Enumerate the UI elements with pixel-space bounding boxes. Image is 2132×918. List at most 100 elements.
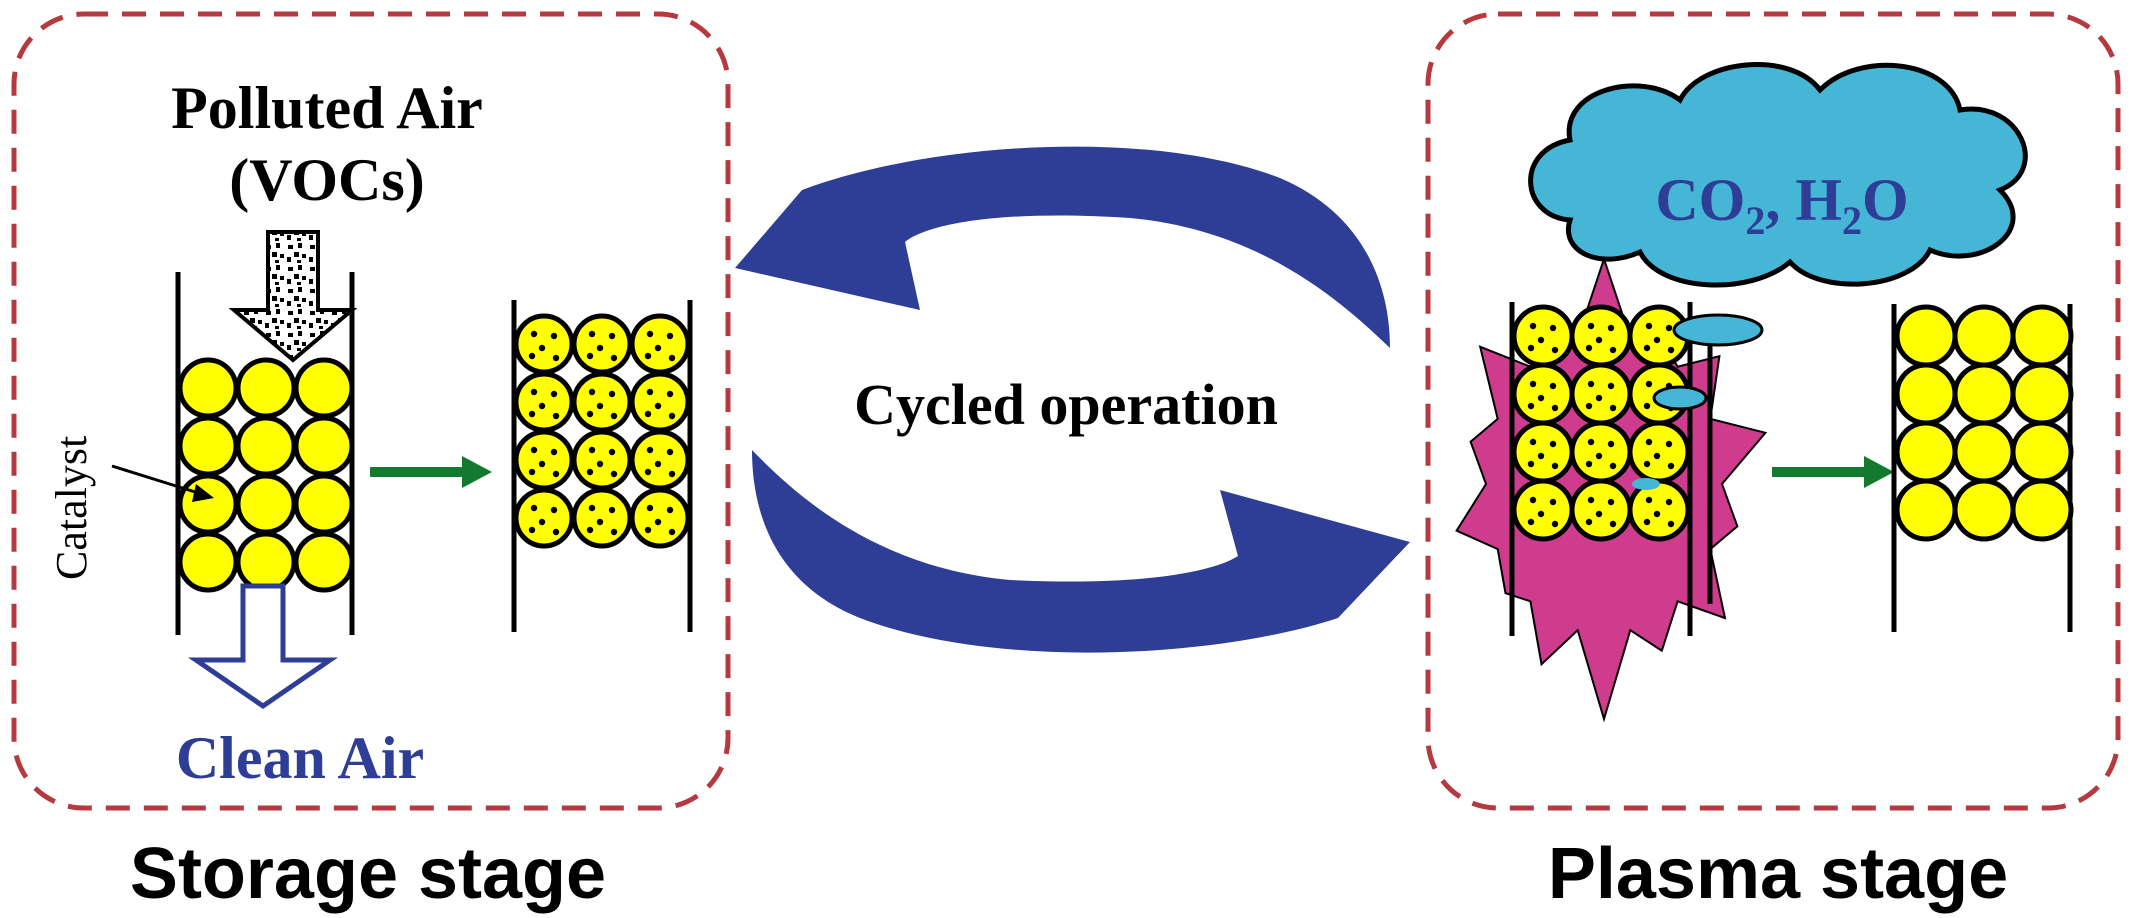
adsorbed-voc-dot <box>1549 498 1557 506</box>
adsorbed-voc-dot <box>608 390 616 398</box>
adsorbed-voc-dot <box>530 446 538 454</box>
adsorbed-voc-dot <box>644 410 652 418</box>
catalyst-bead <box>1511 362 1575 426</box>
adsorbed-voc-dot <box>1527 402 1535 410</box>
adsorbed-voc-dot <box>596 344 604 352</box>
adsorbed-voc-dot <box>1537 510 1545 518</box>
adsorbed-voc-dot <box>538 344 546 352</box>
adsorbed-voc-dot <box>668 470 676 478</box>
catalyst-bead <box>571 429 633 491</box>
adsorbed-voc-dot <box>1529 496 1537 504</box>
plasma-stage-panel: CO2, H2O <box>1425 11 2121 811</box>
catalyst-bead <box>293 357 355 419</box>
adsorbed-voc-dot <box>610 528 618 536</box>
adsorbed-voc-dot <box>586 526 594 534</box>
adsorbed-voc-dot <box>550 448 558 456</box>
catalyst-bed-plasma <box>1511 304 1691 542</box>
adsorbed-voc-dot <box>1595 452 1603 460</box>
polluted-air-arrow-icon <box>228 230 358 363</box>
adsorbed-voc-dot <box>1607 498 1615 506</box>
adsorbed-voc-dot <box>1595 336 1603 344</box>
catalyst-bead <box>571 371 633 433</box>
adsorbed-voc-dot <box>1609 404 1617 412</box>
catalyst-bead <box>629 429 691 491</box>
adsorbed-voc-dot <box>588 446 596 454</box>
catalyst-bead <box>2010 420 2074 484</box>
catalyst-bead <box>1569 362 1633 426</box>
catalyst-bead <box>1627 420 1691 484</box>
catalyst-bead <box>293 531 355 593</box>
catalyst-bead <box>1569 420 1633 484</box>
storage-stage-panel: Polluted Air (VOCs) Catalyst Clean Air <box>11 11 731 811</box>
catalyst-bead <box>513 487 575 549</box>
adsorbed-voc-dot <box>1665 498 1673 506</box>
adsorbed-voc-dot <box>528 526 536 534</box>
adsorbed-voc-dot <box>654 518 662 526</box>
vocs-label: (VOCs) <box>229 147 424 213</box>
adsorbed-voc-dot <box>588 388 596 396</box>
adsorbed-voc-dot <box>1609 462 1617 470</box>
adsorbed-voc-dot <box>654 460 662 468</box>
adsorbed-voc-dot <box>552 354 560 362</box>
catalyst-bead <box>1952 420 2016 484</box>
catalyst-bead <box>235 473 297 535</box>
storage-panel-border <box>11 11 731 811</box>
product-bubbles <box>1632 313 1764 490</box>
catalyst-bead <box>1511 420 1575 484</box>
adsorbed-voc-dot <box>1653 510 1661 518</box>
adsorbed-voc-dot <box>1551 404 1559 412</box>
adsorbed-voc-dot <box>1585 460 1593 468</box>
catalyst-bead <box>1627 478 1691 542</box>
adsorbed-voc-dot <box>530 330 538 338</box>
adsorbed-voc-dot <box>1551 462 1559 470</box>
adsorbed-voc-dot <box>666 390 674 398</box>
adsorbed-voc-dot <box>586 410 594 418</box>
catalyst-label: Catalyst <box>47 436 96 580</box>
cloud-products-label: CO2, H2O <box>1655 167 1908 243</box>
catalyst-bead <box>1952 362 2016 426</box>
adsorbed-voc-dot <box>1645 496 1653 504</box>
adsorbed-voc-dot <box>1643 518 1651 526</box>
catalyst-bead <box>177 531 239 593</box>
adsorbed-voc-dot <box>1585 518 1593 526</box>
adsorbed-voc-dot <box>1585 402 1593 410</box>
adsorbed-voc-dot <box>588 504 596 512</box>
catalyst-bead <box>293 473 355 535</box>
adsorbed-voc-dot <box>530 504 538 512</box>
adsorbed-voc-dot <box>1549 440 1557 448</box>
plasma-panel-border <box>1425 11 2121 811</box>
adsorbed-voc-dot <box>528 468 536 476</box>
adsorbed-voc-dot <box>644 352 652 360</box>
adsorbed-voc-dot <box>1665 324 1673 332</box>
adsorbed-voc-dot <box>608 506 616 514</box>
catalyst-bead <box>629 313 691 375</box>
catalyst-bed-saturated <box>513 313 691 549</box>
adsorbed-voc-dot <box>1585 344 1593 352</box>
cycle-arrow-bottom <box>752 450 1410 653</box>
catalyst-bead <box>629 371 691 433</box>
adsorbed-voc-dot <box>1645 322 1653 330</box>
adsorbed-voc-dot <box>1529 438 1537 446</box>
adsorbed-voc-dot <box>1551 346 1559 354</box>
catalyst-bead <box>235 415 297 477</box>
catalyst-bead <box>1511 478 1575 542</box>
adsorbed-voc-dot <box>1587 380 1595 388</box>
catalyst-bead <box>1569 304 1633 368</box>
adsorbed-voc-dot <box>610 470 618 478</box>
catalyst-bead <box>1894 478 1958 542</box>
adsorbed-voc-dot <box>1667 462 1675 470</box>
adsorbed-voc-dot <box>646 446 654 454</box>
catalyst-bead <box>293 415 355 477</box>
adsorbed-voc-dot <box>596 518 604 526</box>
adsorbed-voc-dot <box>644 526 652 534</box>
catalyst-pointer <box>111 464 209 498</box>
adsorbed-voc-dot <box>586 468 594 476</box>
adsorbed-voc-dot <box>530 388 538 396</box>
plasma-stage-caption: Plasma stage <box>1548 834 2008 914</box>
storage-stage-caption: Storage stage <box>130 834 606 914</box>
adsorbed-voc-dot <box>1643 460 1651 468</box>
adsorbed-voc-dot <box>588 330 596 338</box>
adsorbed-voc-dot <box>1667 520 1675 528</box>
adsorbed-voc-dot <box>538 402 546 410</box>
